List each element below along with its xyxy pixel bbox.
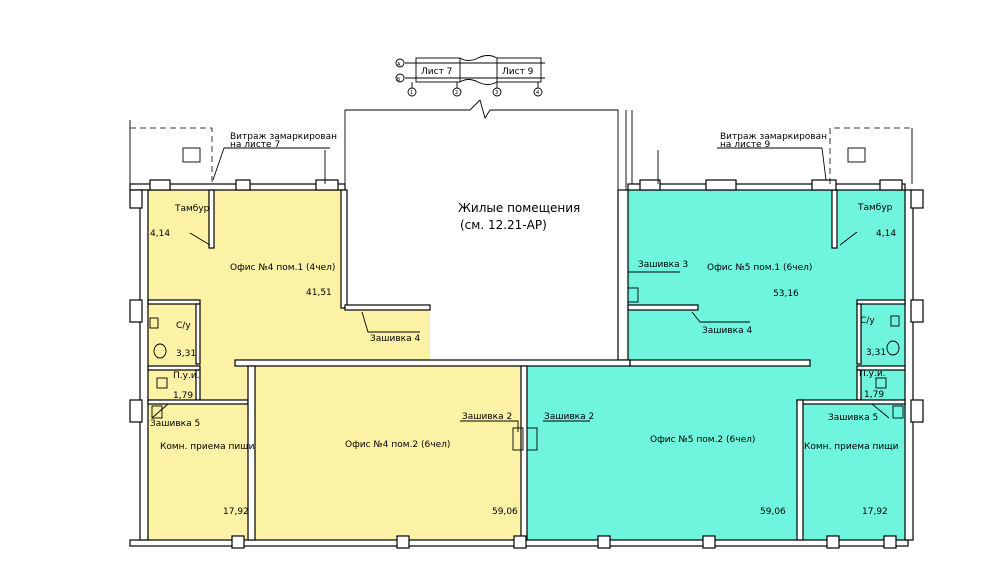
vitrazh-left-line2: на листе 7 bbox=[230, 140, 280, 150]
pui-right-area: 1,79 bbox=[864, 390, 884, 400]
axis-label-3: 3 bbox=[495, 90, 498, 96]
drain-icon bbox=[182, 147, 201, 163]
sink-icon bbox=[892, 405, 904, 419]
sink-icon bbox=[151, 405, 163, 419]
office5-room1-area: 53,16 bbox=[773, 289, 799, 299]
office4-room1-area: 41,51 bbox=[306, 288, 332, 298]
right-room-labels: Тамбур 4,14 Офис №5 пом.1 (6чел) 53,16 З… bbox=[544, 203, 899, 517]
tambur-left-area: 4,14 bbox=[150, 229, 170, 239]
axis-label-a: А bbox=[397, 62, 401, 68]
tambur-left-label: Тамбур bbox=[174, 204, 210, 214]
pui-left-label: П.у.и. bbox=[173, 371, 200, 381]
axis-marker-a bbox=[395, 58, 405, 68]
office5-room2-label: Офис №5 пом.2 (6чел) bbox=[650, 435, 755, 445]
key-plan: А Б 1 2 3 4 Лист 7 Лист 9 bbox=[395, 55, 545, 97]
axis-label-1: 1 bbox=[410, 90, 413, 96]
axis-label-b: Б bbox=[397, 77, 401, 83]
office5-zone-fill bbox=[628, 190, 905, 365]
office5-room2-fill bbox=[527, 365, 797, 540]
residential-title: Жилые помещения bbox=[458, 201, 580, 215]
su-left-area: 3,31 bbox=[176, 349, 196, 359]
toilet-icon bbox=[153, 343, 167, 359]
zashivka5-right-label: Зашивка 5 bbox=[828, 413, 878, 423]
sink-icon bbox=[156, 377, 168, 389]
office4-room2-fill bbox=[255, 365, 523, 540]
zashivka2-left-label: Зашивка 2 bbox=[462, 412, 512, 422]
axis-marker-4 bbox=[533, 87, 543, 97]
tambur-right-label: Тамбур bbox=[857, 203, 893, 213]
food-left-label: Комн. приема пищи bbox=[160, 442, 255, 452]
drain-icon bbox=[847, 147, 866, 163]
pui-right-label: П.у.и. bbox=[859, 369, 886, 379]
office5-room2-area: 59,06 bbox=[760, 507, 786, 517]
axis-marker-b bbox=[395, 73, 405, 83]
zashivka4-left-label: Зашивка 4 bbox=[370, 334, 420, 344]
pui-left-area: 1,79 bbox=[173, 391, 193, 401]
zashivka2-right-label: Зашивка 2 bbox=[544, 412, 594, 422]
axis-label-2: 2 bbox=[455, 90, 458, 96]
entrance-canopies bbox=[129, 120, 913, 184]
sink-icon bbox=[149, 317, 159, 329]
axis-marker-1 bbox=[407, 87, 417, 97]
sink-icon bbox=[890, 315, 900, 327]
residential-block: Жилые помещения (см. 12.21-АР) bbox=[344, 99, 633, 360]
office4-room1-label: Офис №4 пом.1 (4чел) bbox=[230, 263, 335, 273]
zashivka4-right-label: Зашивка 4 bbox=[702, 326, 752, 336]
zashivka5-left-label: Зашивка 5 bbox=[150, 419, 200, 429]
office5-room1-label: Офис №5 пом.1 (6чел) bbox=[707, 263, 812, 273]
axis-marker-2 bbox=[452, 87, 462, 97]
residential-subtitle: (см. 12.21-АР) bbox=[460, 218, 547, 232]
food-right-label: Комн. приема пищи bbox=[804, 442, 899, 452]
food-right-area: 17,92 bbox=[862, 507, 888, 517]
zashivka3-label: Зашивка 3 bbox=[638, 260, 688, 270]
left-room-labels: Тамбур 4,14 Офис №4 пом.1 (4чел) 41,51 С… bbox=[150, 204, 518, 517]
vitrazh-left-line1: Витраж замаркирован bbox=[230, 132, 337, 142]
office4-zone-fill bbox=[148, 190, 430, 370]
office4-room2-area: 59,06 bbox=[492, 507, 518, 517]
exterior-walls bbox=[129, 179, 924, 549]
office4-tambur-fill bbox=[148, 190, 215, 248]
vitrazh-right-line2: на листе 9 bbox=[720, 140, 770, 150]
sheet-right-label: Лист 9 bbox=[502, 67, 534, 77]
sheet-left-label: Лист 7 bbox=[421, 67, 452, 77]
axis-marker-3 bbox=[492, 87, 502, 97]
leader-lines bbox=[151, 147, 890, 432]
vitrazh-right-line1: Витраж замаркирован bbox=[720, 132, 827, 142]
food-left-area: 17,92 bbox=[223, 507, 249, 517]
su-left-label: С/у bbox=[176, 321, 191, 331]
office5-food-fill bbox=[797, 365, 905, 540]
office4-room2-label: Офис №4 пом.2 (6чел) bbox=[345, 440, 450, 450]
axis-label-4: 4 bbox=[536, 90, 539, 96]
su-right-area: 3,31 bbox=[866, 348, 886, 358]
tambur-right-area: 4,14 bbox=[876, 229, 896, 239]
sanitary-fixtures bbox=[149, 315, 904, 419]
toilet-icon bbox=[886, 340, 900, 356]
sink-icon bbox=[875, 377, 887, 389]
su-right-label: С/у bbox=[860, 316, 875, 326]
